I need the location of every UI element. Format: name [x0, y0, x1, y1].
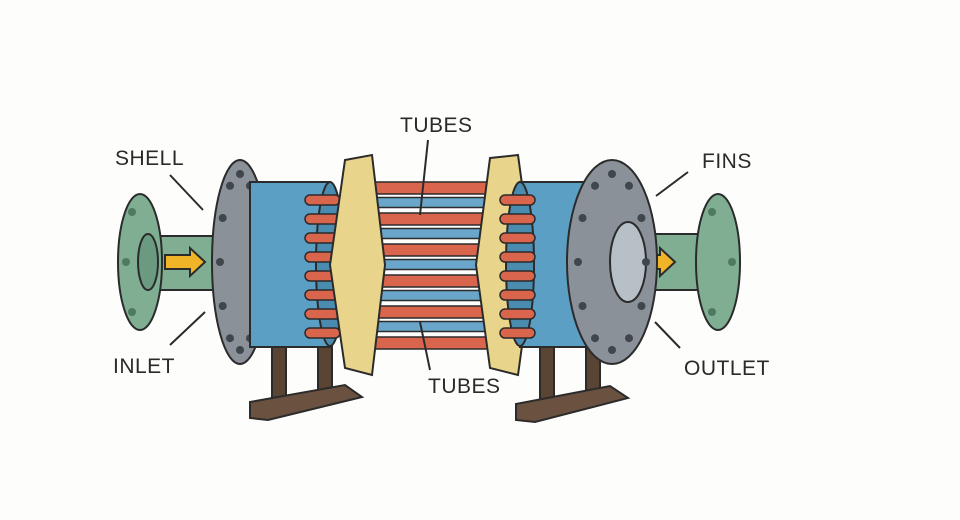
bolt-icon: [608, 346, 616, 354]
label-tubes-top: TUBES: [400, 114, 473, 137]
tube-stub: [499, 213, 536, 225]
label-shell: SHELL: [115, 147, 184, 170]
tube-stub: [499, 327, 536, 339]
left-shell: [249, 181, 345, 348]
bolt-icon: [637, 302, 646, 310]
tubes-bottom-pointer-arrow: [419, 321, 431, 371]
bolt-icon: [642, 258, 650, 266]
right-flange: [566, 159, 658, 365]
tube-stub: [499, 270, 536, 282]
inlet-pointer-arrow: [169, 311, 206, 346]
bolt-icon: [578, 214, 587, 222]
bolt-icon: [236, 170, 244, 178]
bolt-icon: [226, 334, 234, 343]
bolt-icon: [574, 258, 582, 266]
tube-stub: [499, 232, 536, 244]
shell-pointer-arrow: [169, 174, 204, 211]
tube-stub: [304, 213, 341, 225]
bolt-icon: [625, 334, 633, 343]
label-tubes-bottom: TUBES: [428, 375, 501, 398]
bolt-icon: [218, 214, 227, 222]
label-fins: FINS: [702, 150, 752, 173]
label-inlet: INLET: [113, 355, 175, 378]
tube-stub: [499, 308, 536, 320]
label-outlet: OUTLET: [684, 357, 770, 380]
left-fin-disc: [328, 153, 387, 377]
tubes-top-pointer-arrow: [419, 139, 429, 216]
tube-stub: [499, 194, 536, 206]
tube-stub: [304, 194, 341, 206]
tube-stub: [304, 327, 341, 339]
bolt-icon: [637, 214, 646, 222]
bolt-icon: [578, 302, 587, 310]
tube-stub: [304, 308, 341, 320]
inlet-flow-arrow-icon: [164, 245, 207, 279]
bolt-icon: [218, 302, 227, 310]
tube-stub: [499, 251, 536, 263]
bolt-icon: [216, 258, 224, 266]
bolt-icon: [591, 334, 599, 343]
bolt-icon: [226, 181, 234, 190]
bolt-icon: [608, 170, 616, 178]
bolt-icon: [591, 181, 599, 190]
fins-pointer-arrow: [655, 171, 689, 197]
outlet-pointer-arrow: [654, 321, 681, 349]
inlet-pipe: [117, 193, 221, 331]
bolt-icon: [625, 181, 633, 190]
tube-stub: [499, 289, 536, 301]
bolt-icon: [236, 346, 244, 354]
